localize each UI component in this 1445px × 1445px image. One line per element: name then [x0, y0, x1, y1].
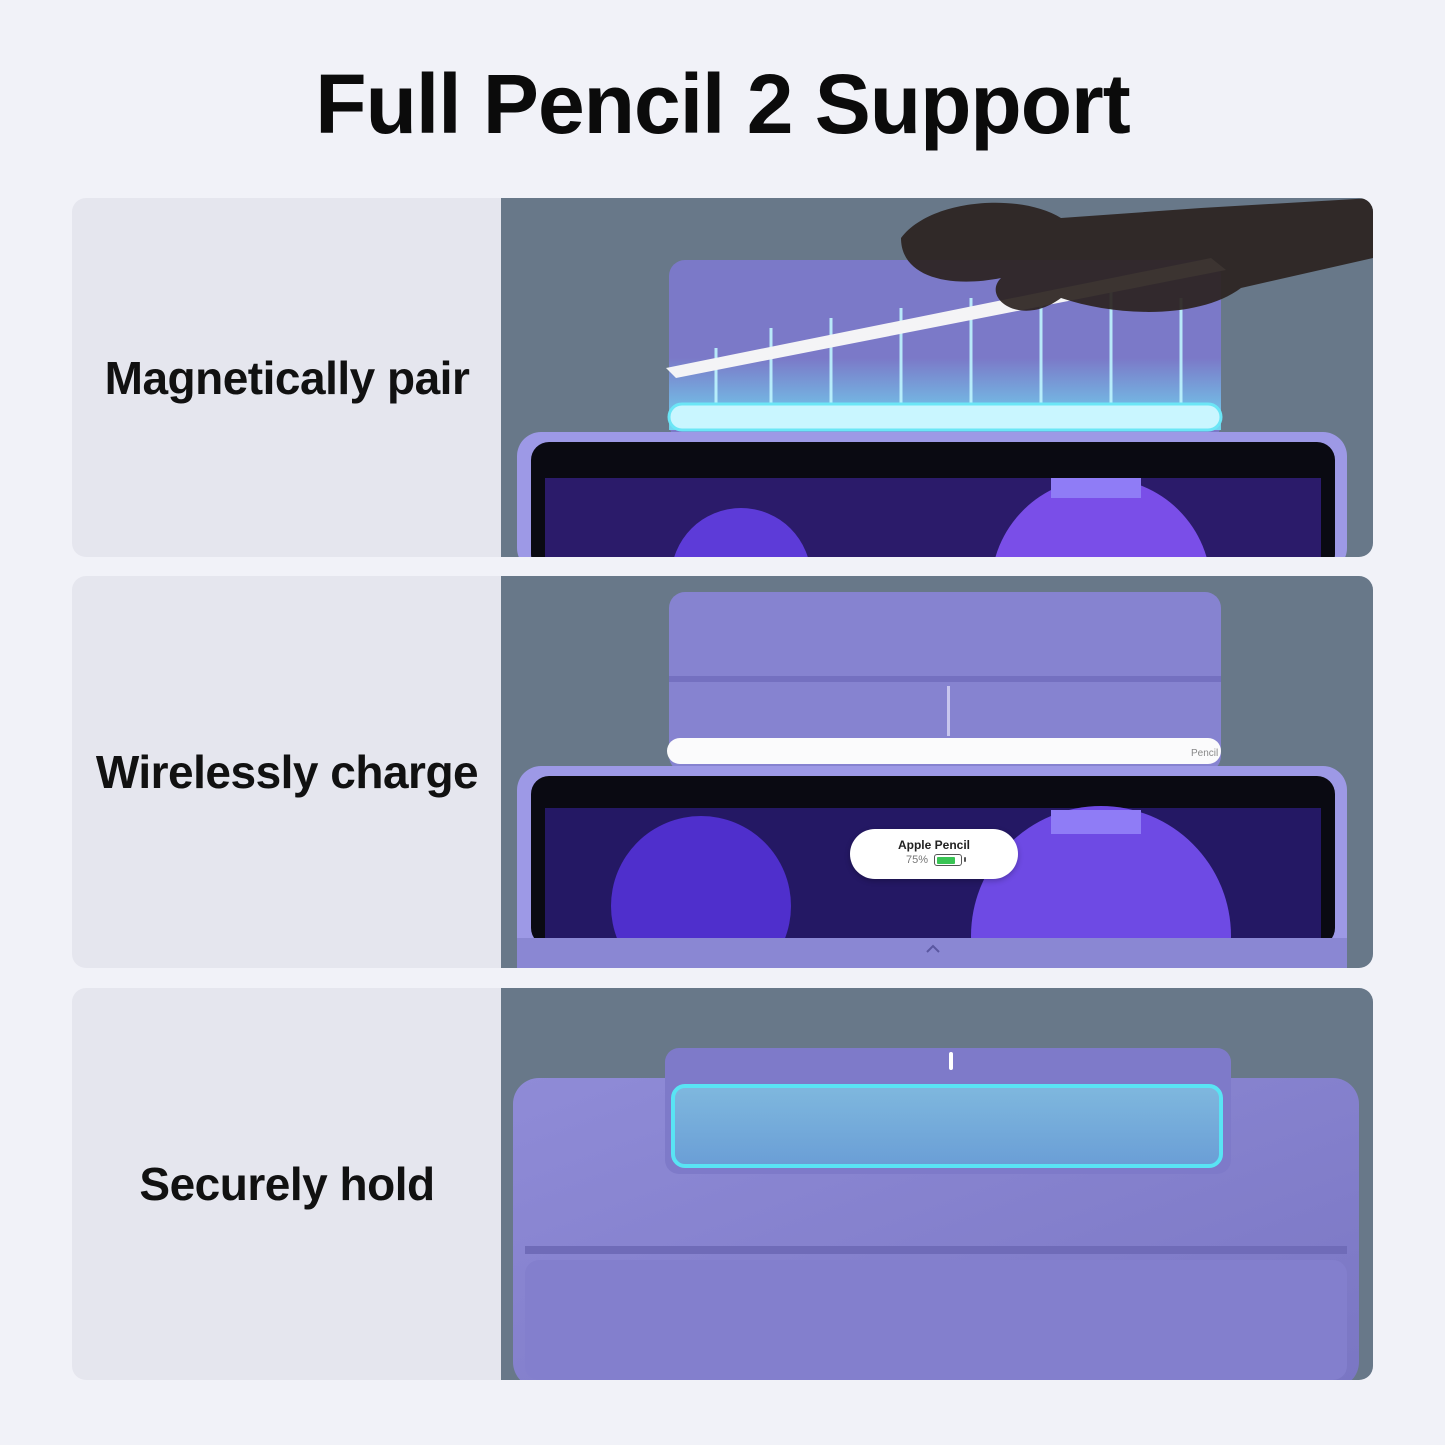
feature-row-secure-hold: Securely hold	[72, 988, 1373, 1380]
pencil-holder-icon	[513, 1048, 1359, 1380]
feature-label: Wirelessly charge	[95, 746, 479, 798]
battery-icon	[934, 854, 967, 866]
pencil-attach-icon	[517, 198, 1373, 557]
page-title: Full Pencil 2 Support	[315, 57, 1130, 151]
feature-photo-magnetic-pair	[501, 198, 1373, 557]
pencil-brand-text: Pencil	[1191, 748, 1218, 759]
battery-level: 75%	[905, 854, 929, 866]
charge-status-popup: Apple Pencil 75%	[850, 829, 1018, 879]
feature-label: Magnetically pair	[104, 351, 470, 404]
feature-label: Securely hold	[139, 1158, 435, 1210]
pencil-charging-icon: Pencil	[517, 592, 1347, 968]
feature-photo-wireless-charge: Pencil Apple Pencil 75%	[501, 576, 1373, 968]
feature-row-wireless-charge: Wirelessly charge Pencil Apple Pencil 75…	[72, 576, 1373, 968]
feature-row-magnetic-pair: Magnetically pair	[72, 198, 1373, 557]
popup-title: Apple Pencil	[897, 838, 971, 852]
feature-photo-secure-hold	[501, 988, 1373, 1380]
